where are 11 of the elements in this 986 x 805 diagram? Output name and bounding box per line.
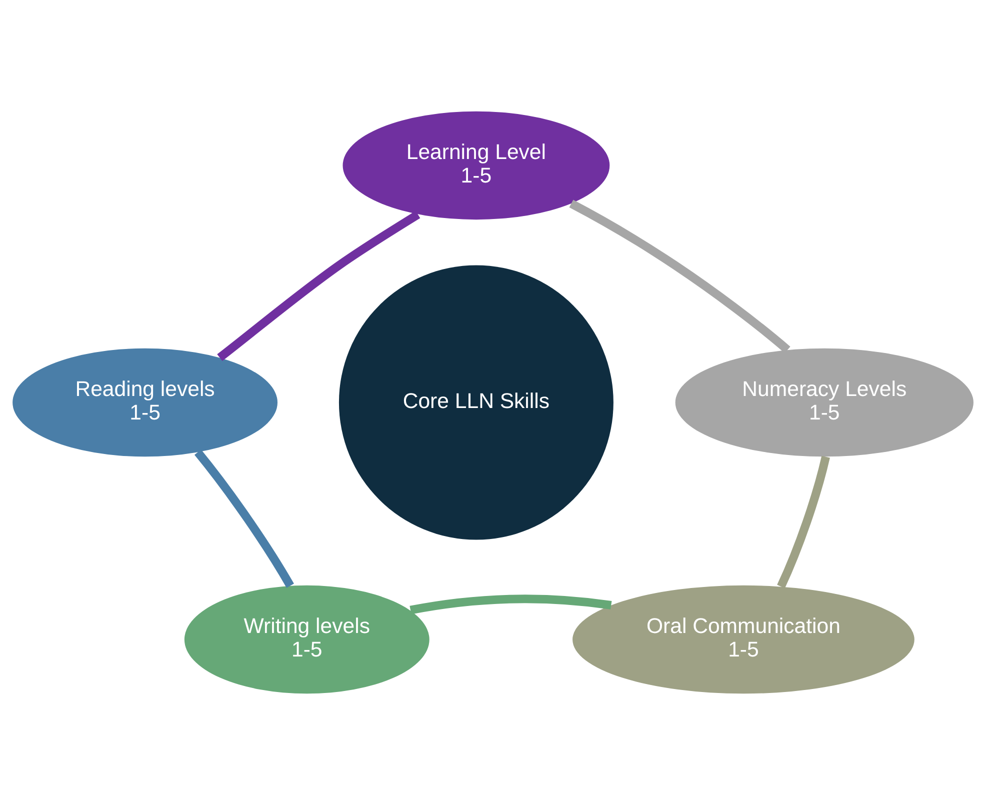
node-circle: Core LLN Skills [338,265,614,540]
node-ellipse: Oral Communication 1-5 [572,585,914,694]
connector [217,210,420,361]
connector [569,200,790,354]
connector [194,450,294,588]
node-ellipse: Reading levels 1-5 [12,348,278,457]
connector [777,456,830,588]
node-ellipse: Learning Level 1-5 [342,111,610,220]
node-ellipse: Numeracy Levels 1-5 [675,348,974,457]
node-ellipse: Writing levels 1-5 [184,585,430,694]
connector [410,594,612,614]
